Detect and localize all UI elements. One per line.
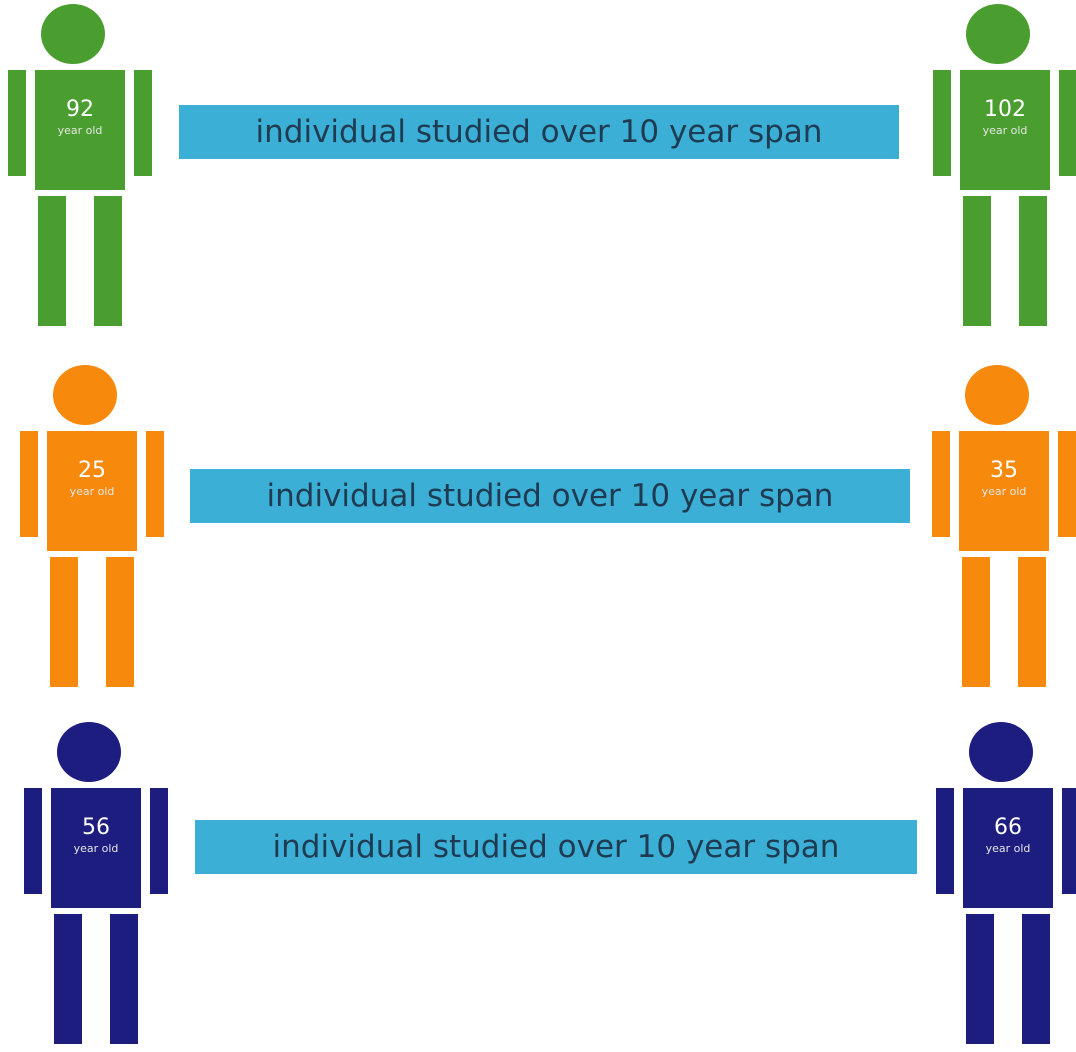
person-torso [47,431,137,551]
age-unit: year old [985,842,1031,855]
age-number: 92 [66,97,94,122]
person-leg-right [106,557,134,687]
person-arm-right [1058,431,1076,537]
person-torso [51,788,141,908]
age-number: 35 [990,458,1018,483]
person-arm-left [936,788,954,894]
person-head [41,4,105,64]
person-head [965,365,1029,425]
row-navy: 56 year old individual studied over 10 y… [0,722,1076,1052]
age-number: 66 [994,815,1022,840]
person-leg-left [966,914,994,1044]
age-unit: year old [57,124,103,137]
row-orange: 25 year old individual studied over 10 y… [0,365,1076,695]
age-number: 25 [78,458,106,483]
person-arm-right [146,431,164,537]
person-leg-right [1019,196,1047,326]
person-leg-right [94,196,122,326]
person-arm-left [932,431,950,537]
person-torso [963,788,1053,908]
person-torso [959,431,1049,551]
person-leg-left [963,196,991,326]
age-unit: year old [982,124,1028,137]
age-unit: year old [69,485,115,498]
person-arm-left [933,70,951,176]
person-head [966,4,1030,64]
person-leg-right [1018,557,1046,687]
person-head [969,722,1033,782]
person-figure-right: 35 year old [932,365,1076,695]
age-number: 102 [984,97,1026,122]
study-span-banner: individual studied over 10 year span [195,820,917,874]
person-figure-right: 66 year old [936,722,1076,1052]
row-green: 92 year old individual studied over 10 y… [0,4,1076,334]
person-leg-right [110,914,138,1044]
person-leg-left [38,196,66,326]
person-figure-left: 56 year old [24,722,168,1052]
age-unit: year old [981,485,1027,498]
person-arm-right [1059,70,1076,176]
person-figure-left: 25 year old [20,365,164,695]
person-figure-right: 102 year old [933,4,1076,334]
person-arm-left [20,431,38,537]
person-leg-left [54,914,82,1044]
person-leg-left [50,557,78,687]
person-arm-right [150,788,168,894]
person-arm-right [1062,788,1076,894]
age-number: 56 [82,815,110,840]
person-leg-left [962,557,990,687]
age-unit: year old [73,842,119,855]
person-head [53,365,117,425]
person-arm-left [24,788,42,894]
person-head [57,722,121,782]
study-span-banner: individual studied over 10 year span [190,469,910,523]
study-span-banner: individual studied over 10 year span [179,105,899,159]
person-leg-right [1022,914,1050,1044]
person-torso [960,70,1050,190]
person-arm-right [134,70,152,176]
person-arm-left [8,70,26,176]
person-torso [35,70,125,190]
person-figure-left: 92 year old [8,4,152,334]
